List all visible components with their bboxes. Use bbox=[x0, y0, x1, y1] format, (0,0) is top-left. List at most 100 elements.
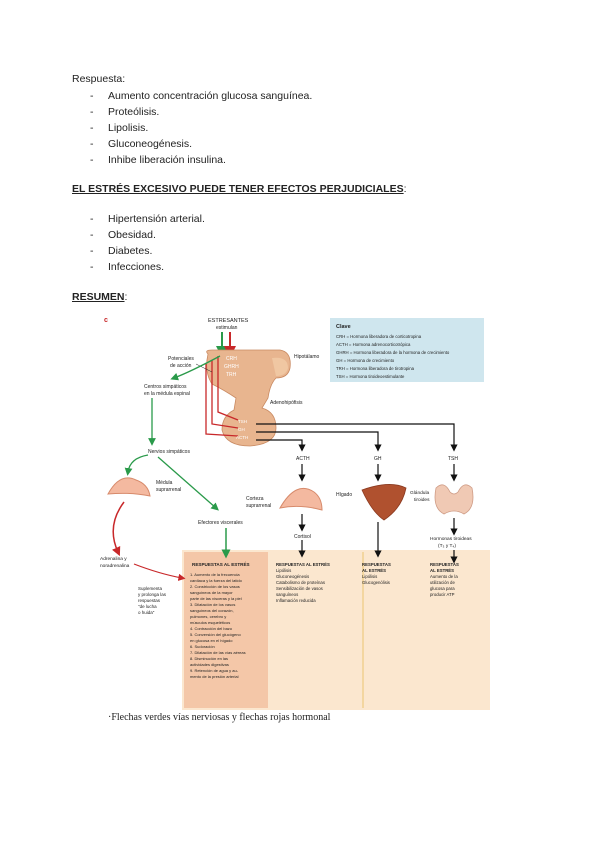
resp-line: Inflamación reducida bbox=[276, 598, 316, 603]
leader-line bbox=[195, 363, 213, 373]
resp-acth-list: RESPUESTAS AL ESTRÉSLipólisisGluconeogén… bbox=[276, 562, 330, 603]
hypothalamus-lobe bbox=[272, 357, 288, 376]
resp-line: sanguíneos bbox=[276, 592, 298, 597]
higado-label: Hígado bbox=[336, 492, 352, 498]
gh-inner-label: GH bbox=[238, 427, 245, 432]
red-path bbox=[205, 364, 239, 437]
cortisol-label: Cortisol bbox=[294, 534, 311, 540]
resp-line: Sensibilización de vasos bbox=[276, 586, 323, 591]
resp-line: AL ESTRÉS bbox=[362, 568, 386, 573]
resp-line: parte de las vísceras y la piel bbox=[190, 596, 242, 601]
resumen-heading-text: RESUMEN bbox=[72, 291, 125, 303]
suplementa-label: "de lucha bbox=[138, 604, 157, 609]
estresantes-label: ESTRESANTES bbox=[208, 318, 249, 324]
acth-arrow bbox=[256, 439, 306, 452]
suplementa-label: respuestas bbox=[138, 598, 161, 603]
gh-arrow bbox=[256, 431, 382, 452]
resp-line: músculos esqueléticos bbox=[190, 620, 230, 625]
resp-line: glucosa para bbox=[430, 586, 455, 591]
red-arrow bbox=[133, 563, 186, 581]
resp-line: Aumento de la bbox=[430, 574, 458, 579]
suplementa-label: o huida" bbox=[138, 610, 155, 615]
resp-line: 4. Contracción del bazo bbox=[190, 626, 233, 631]
list-item: -Diabetes. bbox=[90, 245, 153, 257]
hormonas-tiroideas-label: (T₃ y T₄) bbox=[438, 543, 456, 549]
list-item: -Aumento concentración glucosa sanguínea… bbox=[90, 90, 313, 102]
clave-title: Clave bbox=[336, 324, 351, 330]
divider bbox=[362, 552, 364, 708]
medula-label: Médula bbox=[156, 480, 173, 486]
ghrh-label: GHRH bbox=[224, 364, 239, 370]
resp-line: en glucosa en el hígado bbox=[190, 638, 233, 643]
resp-line: 7. Dilatación de las vías aéreas bbox=[190, 650, 246, 655]
list-item: -Inhibe liberación insulina. bbox=[90, 154, 226, 166]
tiroides-label: Glándula bbox=[410, 490, 430, 496]
hipotalamo-label: Hipotálamo bbox=[294, 354, 320, 360]
list-item: -Gluconeogénesis. bbox=[90, 138, 193, 150]
nervios-label: Nervios simpáticos bbox=[148, 449, 190, 455]
corteza-label: Corteza bbox=[246, 496, 264, 502]
tiroides-label: tiroides bbox=[414, 497, 430, 503]
adrenal-medulla-shape bbox=[107, 477, 151, 497]
resp-line: RESPUESTAS bbox=[430, 562, 459, 567]
resp-line: Catabolismo de proteínas bbox=[276, 580, 325, 585]
clave-line: TRH = Hormona liberadora de tirotropina bbox=[336, 366, 415, 371]
resp-line: actividades digestivas bbox=[190, 662, 229, 667]
clave-box bbox=[330, 318, 484, 382]
estimulan-label: estimulan bbox=[216, 325, 238, 331]
hypothalamus-shape bbox=[206, 349, 291, 447]
resp-line: sanguíneos de la mayor bbox=[190, 590, 233, 595]
tsh-inner-label: TSH bbox=[238, 419, 247, 424]
crh-label: CRH bbox=[226, 356, 237, 362]
resp-line: sanguíneos del corazón, bbox=[190, 608, 234, 613]
adrenalina-label: Adrenalina y bbox=[100, 556, 127, 562]
tsh-arrow bbox=[256, 423, 458, 452]
green-arrow bbox=[124, 454, 149, 476]
liver-shape bbox=[361, 484, 407, 521]
clave-line: GHRH = Hormona liberadora de la hormona … bbox=[336, 350, 450, 355]
list-item: -Hipertensión arterial. bbox=[90, 213, 205, 225]
resp-line: producir ATP bbox=[430, 592, 455, 597]
hormonas-tiroideas-label: Hormonas tiroideas bbox=[430, 536, 472, 542]
resp-line: cardiaca y la fuerza del latido bbox=[190, 578, 243, 583]
resp-line: 2. Constricción de los vasos bbox=[190, 584, 240, 589]
corteza-label: suprarrenal bbox=[246, 503, 271, 509]
acth-label: ACTH bbox=[296, 456, 310, 462]
clave-line: ACTH = Hormona adrenocorticotrópica bbox=[336, 342, 411, 347]
suplementa-label: Suplementa bbox=[138, 586, 163, 591]
centros-label: en la médula espinal bbox=[144, 391, 190, 397]
resp-line: pulmones, cerebro y bbox=[190, 614, 226, 619]
clave-line: CRH = Hormona liberadora de corticotropi… bbox=[336, 334, 422, 339]
resp-line: 6. Sudoración bbox=[190, 644, 215, 649]
suplementa-label: y prolonga las bbox=[138, 592, 167, 597]
list-item: -Obesidad. bbox=[90, 229, 156, 241]
resp-line: utilización de bbox=[430, 580, 455, 585]
efectos-colon: : bbox=[403, 183, 407, 195]
trh-label: TRH bbox=[226, 372, 237, 378]
list-item: -Lipolisis. bbox=[90, 122, 149, 134]
resp-line: 5. Conversión del glucógeno bbox=[190, 632, 241, 637]
red-arrow bbox=[112, 501, 125, 557]
efectores-label: Efectores viscerales bbox=[198, 520, 243, 526]
resp-line: Lipólisis bbox=[276, 568, 291, 573]
stress-response-figure: c Clave CRH = Hormona liberadora de cort… bbox=[100, 317, 490, 710]
resp-line: Lipólisis bbox=[362, 574, 377, 579]
acth-inner-label: ACTH bbox=[236, 435, 248, 440]
green-arrow bbox=[170, 355, 221, 381]
resp-line: 3. Dilatación de los vasos bbox=[190, 602, 235, 607]
red-path bbox=[211, 360, 239, 429]
potenciales-label: de acción bbox=[170, 363, 192, 369]
clave-line: TSH = Hormona tiroideoestimulante bbox=[336, 374, 405, 379]
clave-line: GH = Hormona de crecimiento bbox=[336, 358, 395, 363]
tsh-label: TSH bbox=[448, 456, 458, 462]
gh-label: GH bbox=[374, 456, 382, 462]
resp-line: 8. Disminución en las bbox=[190, 656, 228, 661]
resp-line: Gluconeogénesis bbox=[276, 574, 309, 579]
respuesta-label: Respuesta: bbox=[72, 73, 126, 85]
efectos-heading-text: EL ESTRÉS EXCESIVO PUEDE TENER EFECTOS P… bbox=[72, 183, 404, 195]
resumen-colon: : bbox=[124, 291, 128, 303]
list-item: -Infecciones. bbox=[90, 261, 165, 273]
